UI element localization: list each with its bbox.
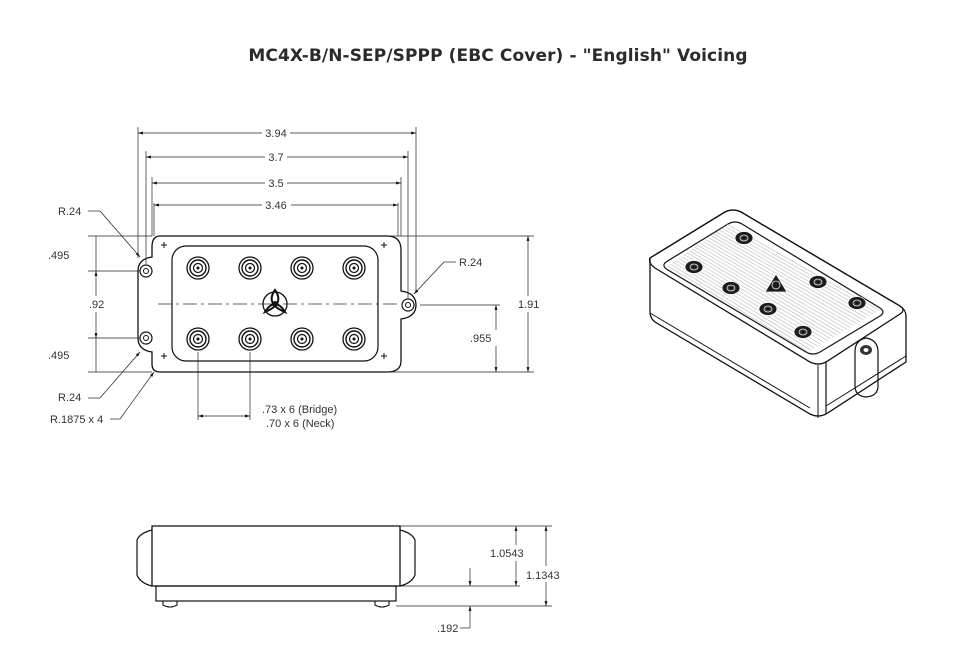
side-body (151, 525, 401, 587)
pole-spacing-dimension: .73 x 6 (Bridge) .70 x 6 (Neck) (197, 352, 337, 430)
pole-piece (238, 256, 262, 280)
dim-spacing-bridge: .73 x 6 (Bridge) (262, 404, 337, 416)
pole-pieces (186, 256, 366, 351)
radius-callouts: R.24 R.24 R.24 R.1875 x 4 (50, 206, 482, 426)
dim-r1875: R.1875 x 4 (50, 414, 103, 426)
dim-spacing-neck: .70 x 6 (Neck) (266, 418, 334, 430)
pole-piece (186, 327, 210, 351)
iso-pole-piece (793, 325, 813, 339)
side-view: 1.0543 1.1343 .192 (136, 525, 560, 635)
pole-piece (342, 256, 366, 280)
iso-pole-piece (808, 275, 828, 289)
iso-pole-piece (847, 296, 867, 310)
dim-1-0543: 1.0543 (490, 548, 524, 560)
dim-1-1343: 1.1343 (526, 570, 560, 582)
pickup-outline (137, 235, 417, 373)
celtic-knot-logo (262, 288, 288, 317)
drawing-title: MC4X-B/N-SEP/SPPP (EBC Cover) - "English… (248, 46, 748, 66)
dim-r24-bottom-left: R.24 (58, 392, 81, 404)
pole-piece (238, 327, 262, 351)
dim-92: .92 (89, 299, 104, 311)
dim-495-bottom: .495 (48, 350, 69, 362)
iso-pole-piece (721, 281, 741, 295)
cover-rim (171, 245, 379, 362)
width-dimensions: 3.94 3.7 3.5 3.46 (137, 127, 417, 298)
mount-hole-left-bottom (139, 331, 153, 345)
top-view: 3.94 3.7 3.5 3.46 R.24 R.24 R.24 R.1875 … (48, 127, 539, 430)
pole-piece (290, 256, 314, 280)
dim-3-5: 3.5 (268, 178, 283, 190)
dim-192: .192 (437, 623, 458, 635)
iso-pole-piece (734, 231, 754, 245)
left-vertical-dimensions: .495 .92 .495 (48, 235, 152, 373)
corner-marks (161, 242, 387, 359)
side-baseplate (155, 585, 397, 602)
dim-r24-right: R.24 (459, 257, 482, 269)
dim-3-46: 3.46 (265, 200, 286, 212)
dim-495-top: .495 (48, 250, 69, 262)
pole-piece (342, 327, 366, 351)
iso-pole-piece (758, 302, 778, 316)
right-vertical-dimensions: 1.91 .955 (387, 235, 539, 373)
pole-piece (290, 327, 314, 351)
dim-r24-top-left: R.24 (58, 206, 81, 218)
pole-piece (186, 256, 210, 280)
dim-3-94: 3.94 (265, 128, 286, 140)
dim-3-7: 3.7 (268, 152, 283, 164)
mount-hole-left-top (139, 264, 153, 278)
mount-hole-right (401, 298, 415, 312)
iso-pole-piece (684, 260, 704, 274)
isometric-view (648, 209, 907, 418)
dim-1-91: 1.91 (518, 299, 539, 311)
dim-955: .955 (470, 333, 491, 345)
